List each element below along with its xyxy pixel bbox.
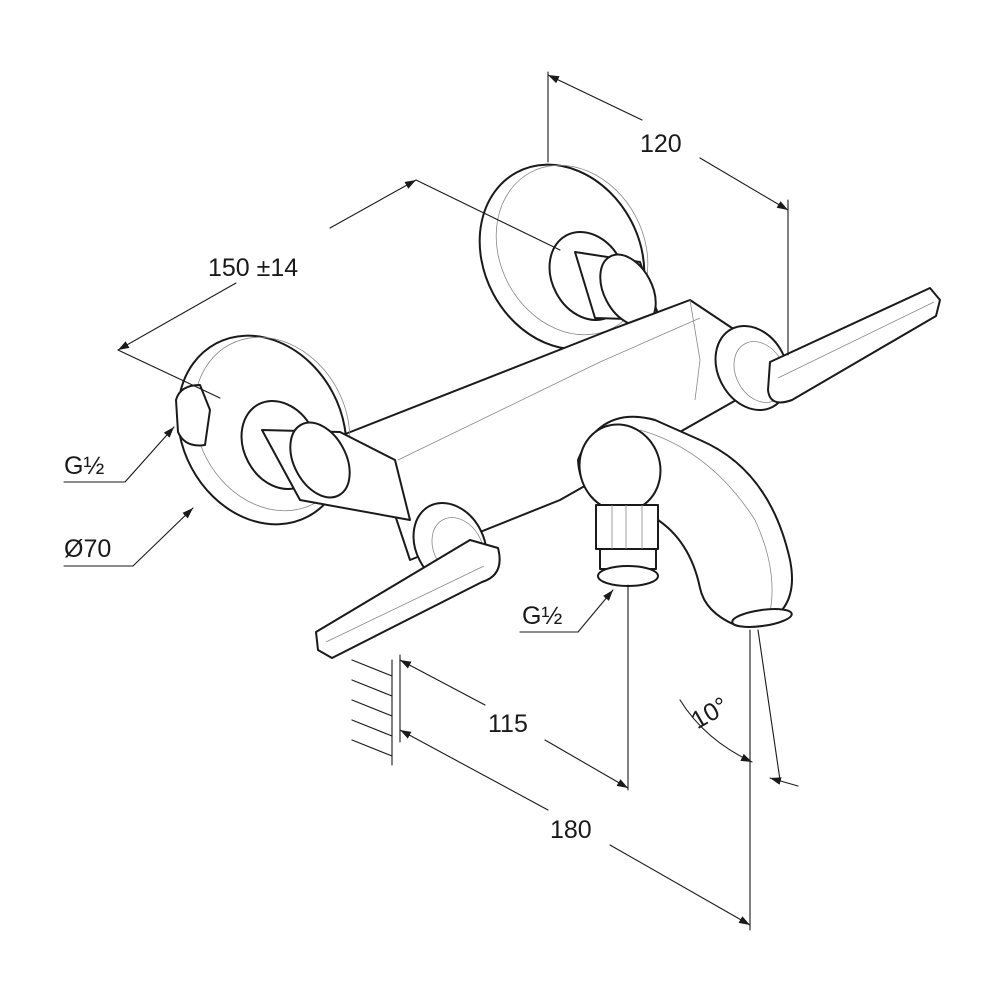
dimension-120-label: 120	[640, 130, 682, 158]
left-inlet-connector	[261, 421, 411, 521]
extension-lines	[117, 71, 789, 931]
left-thread-label: G½	[64, 452, 104, 480]
dimension-180: 180	[399, 729, 751, 926]
callout-left-thread: G½	[63, 426, 175, 483]
left-lever-handle	[315, 501, 501, 659]
wall-hatch	[351, 659, 393, 766]
left-inlet-stub	[175, 384, 211, 447]
right-inlet-connector	[574, 251, 661, 327]
angle-10-degrees: 10°	[679, 692, 799, 787]
callout-rosette-diameter: Ø70	[63, 507, 194, 567]
angle-10-label: 10°	[686, 692, 733, 735]
right-lever-handle	[714, 287, 941, 412]
dimension-180-label: 180	[550, 816, 592, 844]
dimension-120: 120	[547, 74, 789, 211]
rosette-diameter-label: Ø70	[64, 535, 111, 563]
outlet-fitting	[595, 504, 659, 587]
dimension-150: 150 ±14	[117, 179, 417, 351]
callout-outlet-thread: G½	[519, 589, 614, 633]
dimension-150-label: 150 ±14	[208, 254, 298, 282]
spout	[577, 415, 793, 628]
dimension-115: 115	[399, 659, 629, 789]
dimension-115-label: 115	[488, 710, 528, 738]
outlet-thread-label: G½	[522, 602, 562, 630]
